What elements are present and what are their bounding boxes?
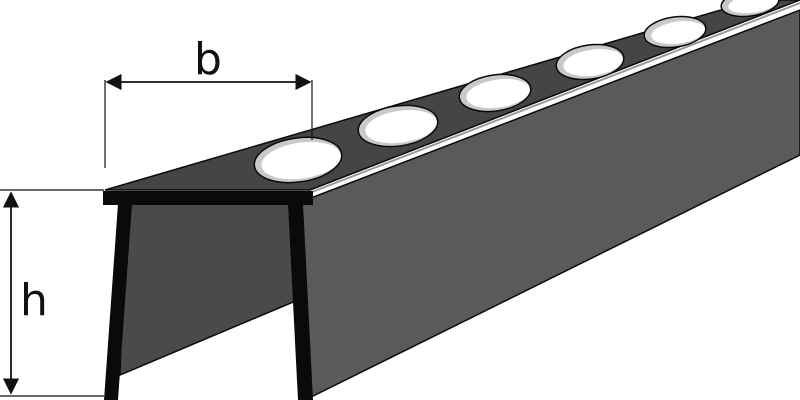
perforation-holes [253, 0, 780, 184]
flange-edge-highlight [311, 2, 800, 193]
perforation-hole [563, 49, 623, 77]
perforation-hole [651, 21, 705, 45]
dimension-h: h [0, 189, 104, 397]
dimension-b-label: b [194, 34, 222, 85]
perforation-hole [365, 109, 437, 144]
perforation-hole [728, 0, 778, 14]
left-web-face [119, 202, 299, 377]
perforation-hole [466, 79, 530, 109]
perforation-hole [261, 141, 341, 180]
profile-cross-section [103, 191, 313, 400]
dimension-b: b [104, 34, 313, 168]
dimension-h-label: h [20, 275, 48, 326]
